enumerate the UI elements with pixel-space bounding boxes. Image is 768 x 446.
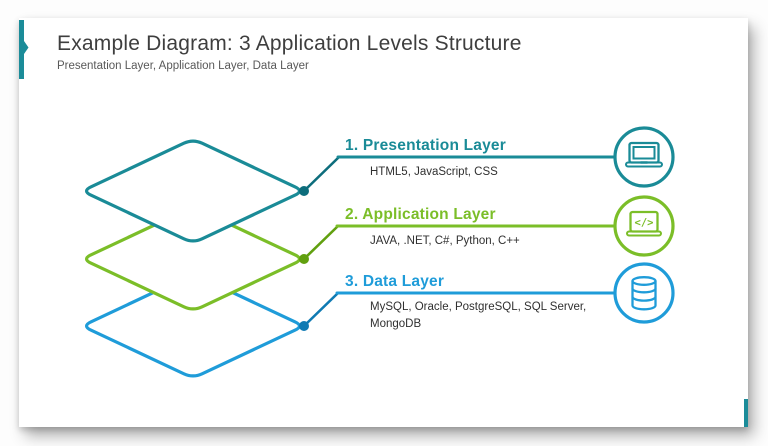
code-laptop-icon: </> [613, 195, 675, 257]
presentation-anchor-dot [299, 186, 309, 196]
slide: Example Diagram: 3 Application Levels St… [19, 18, 748, 427]
page-title: Example Diagram: 3 Application Levels St… [57, 32, 522, 55]
slide-accent-left [19, 20, 29, 79]
presentation-layer-diamond [85, 139, 301, 243]
slide-accent-bottom-right [744, 399, 748, 427]
laptop-icon [613, 126, 675, 188]
data-layer-connector [299, 291, 617, 331]
data-layer-technologies: MySQL, Oracle, PostgreSQL, SQL Server, M… [370, 301, 587, 330]
layers-diagram: </> [85, 126, 675, 378]
data-anchor-dot [299, 321, 309, 331]
data-layer-label: 3. Data Layer [345, 273, 445, 290]
application-layer-technologies: JAVA, .NET, C#, Python, C++ [370, 235, 520, 247]
application-anchor-dot [299, 254, 309, 264]
application-layer-label: 2. Application Layer [345, 206, 496, 223]
application-layer-connector [299, 224, 617, 264]
presentation-layer-label: 1. Presentation Layer [345, 137, 506, 154]
page-subtitle: Presentation Layer, Application Layer, D… [57, 60, 309, 73]
presentation-layer-connector [299, 155, 617, 196]
title-block: Example Diagram: 3 Application Levels St… [57, 31, 522, 72]
code-glyph: </> [635, 217, 654, 229]
accent-bookmark-shape [19, 20, 29, 79]
presentation-layer-technologies: HTML5, JavaScript, CSS [370, 166, 498, 178]
database-icon [613, 262, 675, 324]
